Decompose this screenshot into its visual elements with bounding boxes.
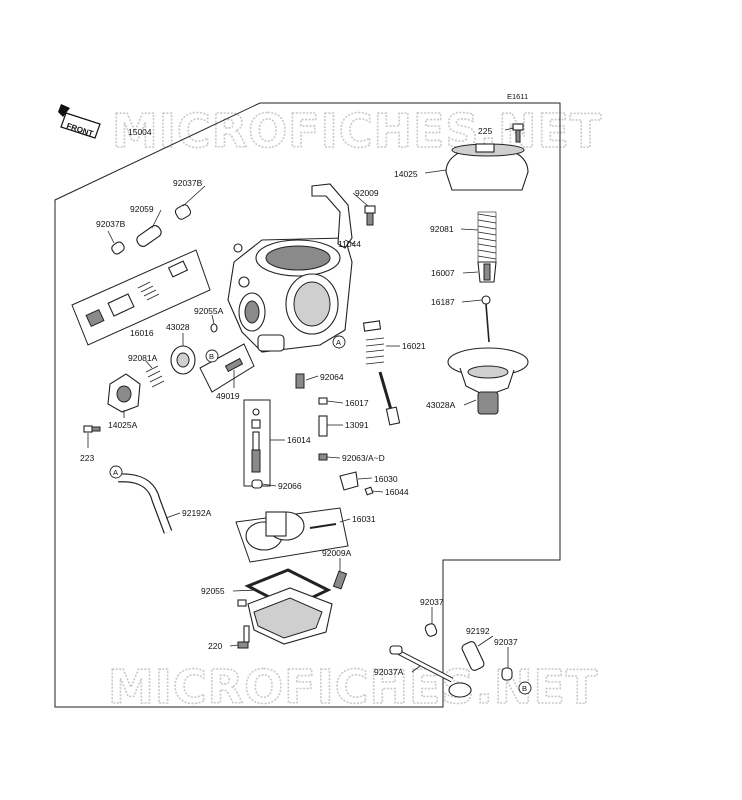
callout-92037B-lower: 92037B [96, 219, 126, 229]
svg-text:A: A [113, 468, 118, 477]
float-16031 [245, 511, 337, 551]
marker-B-body: B [205, 349, 219, 363]
callout-92059: 92059 [130, 204, 154, 214]
callout-16187: 16187 [431, 297, 455, 307]
diaphragm-43028 [170, 345, 196, 375]
callout-92055: 92055 [201, 586, 225, 596]
callout-92066: 92066 [278, 481, 302, 491]
callout-92064: 92064 [320, 372, 344, 382]
callout-92081A: 92081A [128, 353, 158, 363]
top-cover-14025 [445, 143, 529, 191]
jet-group-box [243, 399, 271, 487]
callout-223: 223 [80, 453, 94, 463]
float-group-box [235, 507, 349, 563]
washer-92066 [251, 479, 263, 489]
callout-labels: 15004 225 14025 92037B 92009 92059 92037… [80, 126, 518, 677]
jet-16017 [318, 397, 328, 405]
callout-92009A: 92009A [322, 548, 352, 558]
choke-group-box [71, 249, 211, 346]
callout-92037: 92037 [420, 597, 444, 607]
callout-43028: 43028 [166, 322, 190, 332]
valve-16030 [339, 471, 359, 491]
cap-92037B [174, 204, 192, 220]
screw-92009A [332, 570, 348, 590]
callout-43028A: 43028A [426, 400, 456, 410]
svg-text:A: A [336, 338, 341, 347]
marker-B-bottom: B [518, 681, 532, 695]
spring-92081A [145, 365, 165, 388]
callout-16030: 16030 [374, 474, 398, 484]
screw-92009 [364, 205, 376, 226]
leader-lines [87, 127, 515, 673]
callout-16016: 16016 [130, 328, 154, 338]
callout-16014: 16014 [287, 435, 311, 445]
diagram-reference: E1611 [507, 92, 528, 101]
callout-14025: 14025 [394, 169, 418, 179]
callout-92037B: 92037B [173, 178, 203, 188]
callout-92055A: 92055A [194, 306, 224, 316]
svg-text:B: B [522, 684, 527, 693]
callout-15004: 15004 [128, 127, 152, 137]
diaphragm-43028A [447, 347, 529, 415]
cap-92037-right [501, 667, 513, 681]
screw-220 [237, 625, 250, 649]
clip-16044 [364, 486, 374, 496]
callout-11044: 11044 [338, 239, 361, 249]
watermark-bottom: MICROFICHES.NET [108, 660, 598, 714]
callout-92037A: 92037A [374, 667, 404, 677]
choke-16016 [85, 260, 189, 328]
callout-13091: 13091 [345, 420, 369, 430]
holder-16007 [477, 261, 497, 283]
front-arrow-badge: FRONT [58, 104, 101, 139]
tube-92192 [461, 641, 485, 671]
callout-92192: 92192 [466, 626, 490, 636]
assembly-outline [54, 102, 561, 708]
callout-16031: 16031 [352, 514, 376, 524]
tube-92059 [136, 225, 162, 247]
cap-92037B-lower [111, 241, 125, 255]
screw-225 [512, 123, 524, 143]
callout-220: 220 [208, 641, 222, 651]
screw-49019 [224, 357, 244, 373]
cap-92037 [424, 623, 438, 637]
callout-225: 225 [478, 126, 492, 136]
plug-92064 [295, 373, 305, 389]
callout-16044: 16044 [385, 487, 409, 497]
marker-A-body: A [332, 335, 346, 349]
float-bowl [237, 587, 333, 645]
needle-16187 [481, 295, 491, 343]
svg-text:B: B [209, 352, 214, 361]
callout-92063: 92063/A~D [342, 453, 385, 463]
jet-13091 [318, 415, 328, 437]
strap-92037A [389, 645, 472, 698]
jet-92063 [318, 453, 328, 461]
cover-14025A [107, 373, 141, 413]
watermark-top: MICROFICHES.NET [112, 104, 602, 158]
callout-16021: 16021 [402, 341, 426, 351]
pilot-group-box [199, 343, 255, 393]
callout-92037-right: 92037 [494, 637, 518, 647]
callout-92009: 92009 [355, 188, 379, 198]
callout-16007: 16007 [431, 268, 455, 278]
spring-92081 [477, 211, 497, 263]
callout-16017: 16017 [345, 398, 369, 408]
slide-assembly-16021 [362, 320, 401, 426]
callout-92081: 92081 [430, 224, 454, 234]
carburetor-body [227, 237, 353, 353]
callout-49019: 49019 [216, 391, 240, 401]
screw-223 [83, 425, 101, 433]
bracket-11044 [311, 183, 353, 249]
oring-92055A [210, 323, 218, 333]
tube-92192A [117, 473, 173, 534]
jet-16014 [251, 408, 261, 473]
callout-14025A: 14025A [108, 420, 138, 430]
callout-92192A: 92192A [182, 508, 212, 518]
marker-A-tube: A [109, 465, 123, 479]
